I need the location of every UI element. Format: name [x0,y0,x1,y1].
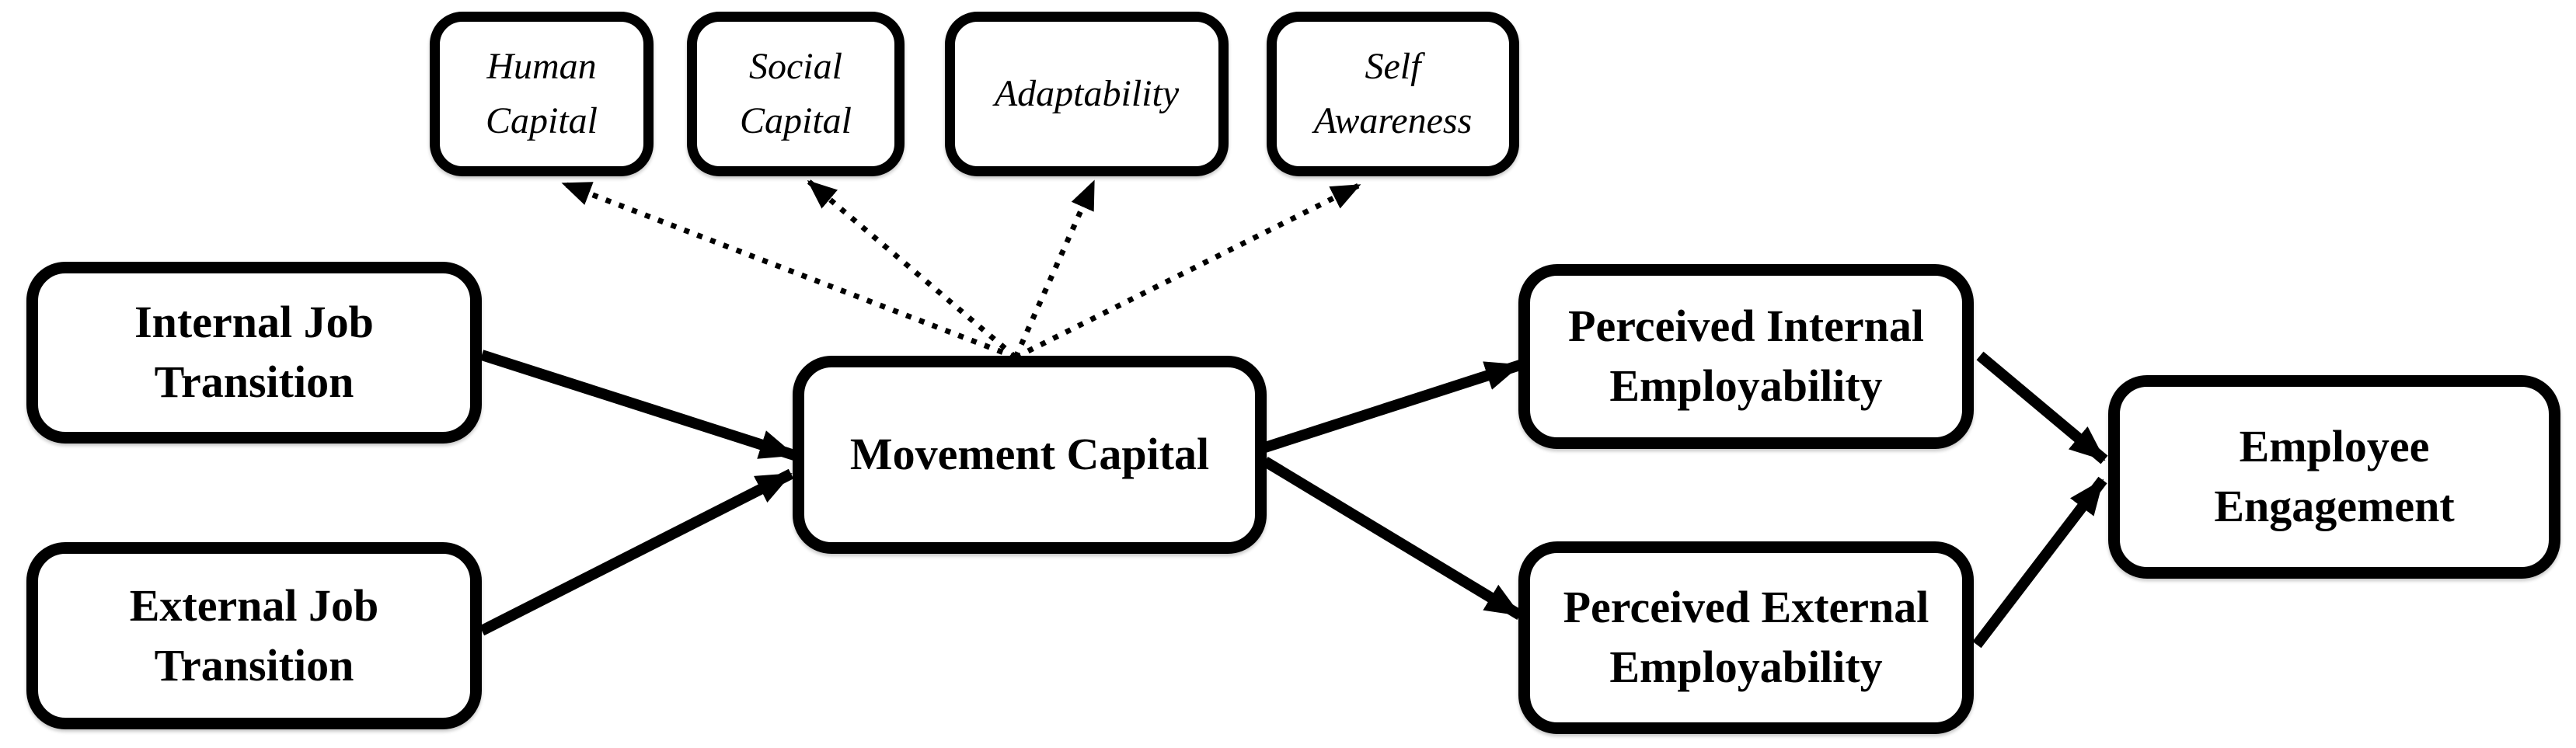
edge-movement-to-perceived-external [1262,457,1523,620]
node-label: Internal Job Transition [134,297,374,407]
node-label: Movement Capital [849,429,1210,480]
node-adaptability: Adaptability [945,12,1229,176]
node-employee-engagement: Employee Engagement [2108,375,2560,579]
edge-external-to-movement [479,468,794,636]
node-social-capital: Social Capital [687,12,905,176]
node-perceived-internal-employability: Perceived Internal Employability [1518,264,1974,449]
edge-movement-to-adaptability [1013,179,1097,359]
node-label: External Job Transition [129,579,379,691]
node-label: Perceived Internal Employability [1568,301,1924,411]
node-human-capital: Human Capital [430,12,654,176]
edge-movement-to-human-capital [561,180,1017,360]
node-label: Human Capital [485,46,598,141]
node-internal-job-transition: Internal Job Transition [26,262,482,444]
node-external-job-transition: External Job Transition [26,542,482,729]
edge-perceived-external-to-engagement [1972,476,2107,649]
node-label: Self Awareness [1313,46,1473,141]
edge-internal-to-movement [479,350,797,461]
edge-movement-to-self-awareness [1014,182,1361,360]
edge-movement-to-perceived-internal [1263,360,1522,453]
node-label: Adaptability [994,73,1180,115]
edge-movement-to-social-capital [806,179,1018,360]
node-label: Social Capital [739,46,852,141]
edge-perceived-internal-to-engagement [1976,351,2108,464]
node-label: Perceived External Employability [1563,582,1929,692]
node-label: Employee Engagement [2214,421,2455,531]
node-self-awareness: Self Awareness [1267,12,1519,176]
node-movement-capital: Movement Capital [793,356,1267,554]
node-perceived-external-employability: Perceived External Employability [1518,541,1974,734]
